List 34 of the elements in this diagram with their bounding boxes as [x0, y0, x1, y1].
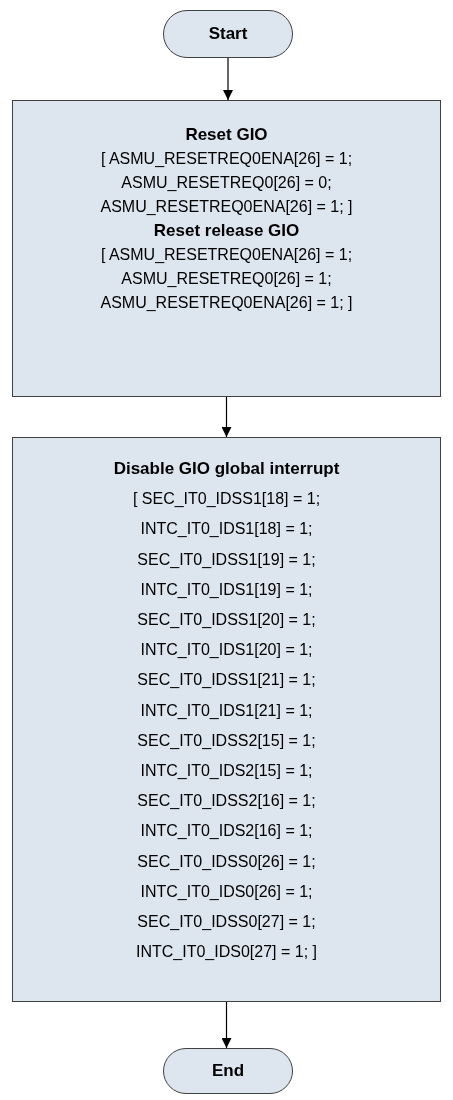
process-box [12, 100, 441, 397]
code-line: INTC_IT0_IDS0[27] = 1; ] [136, 942, 317, 963]
terminal-label: Start [208, 23, 248, 45]
arrow [223, 57, 233, 101]
code-line: ASMU_RESETREQ0ENA[26] = 1; ] [100, 197, 353, 217]
terminal-stadium [163, 1048, 293, 1094]
code-line: INTC_IT0_IDS1[21] = 1; [140, 700, 313, 721]
code-line: [ SEC_IT0_IDSS1[18] = 1; [132, 489, 321, 510]
code-line: [ ASMU_RESETREQ0ENA[26] = 1; [100, 149, 353, 169]
arrow [221, 396, 232, 438]
code-line: SEC_IT0_IDSS1[21] = 1; [137, 670, 316, 691]
code-line: SEC_IT0_IDSS0[26] = 1; [137, 851, 316, 872]
step-heading: Disable GIO global interrupt [113, 458, 340, 480]
code-line: INTC_IT0_IDS2[15] = 1; [140, 761, 313, 782]
terminal-stadium [163, 10, 293, 58]
code-line: INTC_IT0_IDS1[19] = 1; [140, 579, 313, 600]
code-line: ASMU_RESETREQ0[26] = 0; [121, 173, 332, 193]
code-line: SEC_IT0_IDSS0[27] = 1; [137, 912, 316, 933]
arrow [221, 1001, 232, 1049]
code-line: [ ASMU_RESETREQ0ENA[26] = 1; [100, 245, 353, 265]
code-line: SEC_IT0_IDSS1[20] = 1; [137, 610, 316, 630]
step-heading: Reset GIO [185, 124, 268, 146]
code-line: SEC_IT0_IDSS2[15] = 1; [137, 730, 316, 751]
process-box [12, 437, 441, 1002]
code-line: INTC_IT0_IDS2[16] = 1; [140, 821, 313, 842]
code-line: ASMU_RESETREQ0[26] = 1; [121, 269, 332, 289]
code-line: INTC_IT0_IDS1[20] = 1; [140, 640, 313, 661]
terminal-label: End [211, 1060, 245, 1082]
code-line: ASMU_RESETREQ0ENA[26] = 1; ] [100, 293, 353, 313]
code-line: INTC_IT0_IDS1[18] = 1; [140, 519, 313, 540]
code-line: SEC_IT0_IDSS2[16] = 1; [137, 791, 316, 812]
step-heading: Reset release GIO [153, 220, 300, 242]
code-line: INTC_IT0_IDS0[26] = 1; [140, 881, 313, 902]
code-line: SEC_IT0_IDSS1[19] = 1; [137, 549, 316, 570]
